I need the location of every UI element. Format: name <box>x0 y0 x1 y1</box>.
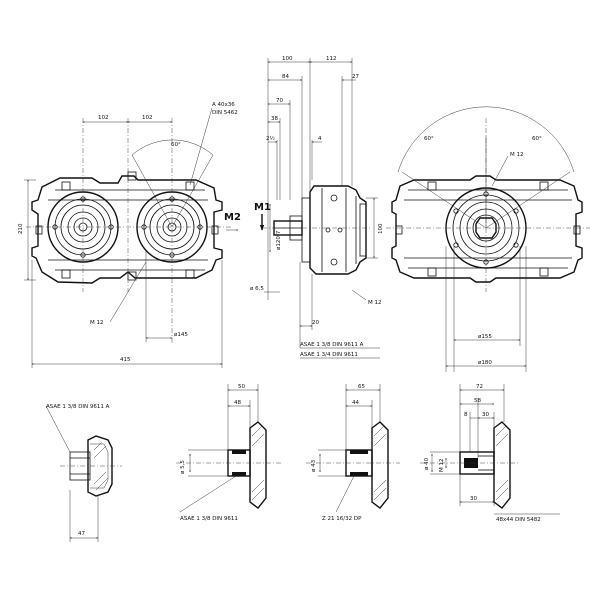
side-dim-38: 38 <box>271 116 278 122</box>
detail-2-dim-bore: ø 5,5 <box>180 460 186 474</box>
side-shaft-label-1: ASAE 1 3/8 DIN 9611 A <box>300 342 364 348</box>
detail-4 <box>420 384 560 515</box>
detail-4-dim-m12: M 12 <box>439 459 445 473</box>
side-dim-100: 100 <box>282 56 293 62</box>
detail-3-label: Z 21 16/32 DP <box>322 516 362 522</box>
side-dim-6-5: ø 6,5 <box>250 286 264 292</box>
front-view <box>24 107 239 368</box>
side-dim-spigot: ø120f7 <box>276 230 282 250</box>
front-mark-m2: M2 <box>224 212 241 223</box>
rear-dim-outer: ø180 <box>478 360 492 366</box>
detail-1-dim-bottom: 47 <box>78 531 85 537</box>
side-view <box>259 58 380 359</box>
front-dim-left-gap: 102 <box>98 115 109 121</box>
detail-1 <box>45 405 122 542</box>
front-din-label: DIN 5462 <box>212 110 238 116</box>
side-dim-20: 20 <box>312 320 319 326</box>
detail-3-dim-inner: 44 <box>352 400 359 406</box>
detail-4-dim-top: 72 <box>476 384 483 390</box>
front-thread-label: M 12 <box>90 320 104 326</box>
detail-4-dim-30b: 30 <box>470 496 477 502</box>
front-keyway-label: A 40x36 <box>212 102 235 108</box>
rear-angle-left: 60° <box>424 136 434 142</box>
detail-2-dim-top: 50 <box>238 384 245 390</box>
front-housing-outline <box>31 175 223 284</box>
detail-2-dim-inner: 48 <box>234 400 241 406</box>
side-mark-m1: M1 <box>254 202 271 213</box>
side-dim-84: 84 <box>282 74 289 80</box>
detail-4-dim-30a: 30 <box>482 412 489 418</box>
side-thread-label: M 12 <box>368 300 382 306</box>
side-shaft-label-2: ASAE 1 3/4 DIN 9611 <box>300 352 358 358</box>
side-dim-4: 4 <box>318 136 322 142</box>
detail-2 <box>176 384 282 513</box>
detail-4-dim-bore: ø 40 <box>424 457 430 470</box>
side-dim-100-vertical: 100 <box>378 223 384 234</box>
front-dim-right-gap: 102 <box>142 115 153 121</box>
front-dim-pcd: ø145 <box>174 332 188 338</box>
rear-angle-right: 60° <box>532 136 542 142</box>
front-dim-width: 415 <box>120 357 131 363</box>
detail-4-dim-58: 58 <box>474 398 481 404</box>
front-dim-angle: 60° <box>171 142 181 148</box>
side-dim-2-5: 2½ <box>266 135 275 142</box>
side-dim-70: 70 <box>276 98 283 104</box>
detail-1-label: ASAE 1 3/8 DIN 9611 A <box>46 404 110 410</box>
detail-4-dim-8: 8 <box>464 412 468 418</box>
rear-view <box>386 106 590 372</box>
front-dim-height: 210 <box>18 223 24 234</box>
rear-dim-pcd: ø155 <box>478 334 492 340</box>
detail-3-dim-bore: ø 43 <box>311 459 317 472</box>
detail-3 <box>306 384 400 513</box>
detail-3-dim-top: 65 <box>358 384 365 390</box>
rear-housing-outline <box>391 175 583 283</box>
side-dim-27: 27 <box>352 74 359 80</box>
rear-thread-label: M 12 <box>510 152 524 158</box>
side-dim-112: 112 <box>326 56 337 62</box>
detail-4-label: 48x44 DIN 5482 <box>496 517 541 523</box>
detail-2-label: ASAE 1 3/8 DIN 9611 <box>180 516 238 522</box>
